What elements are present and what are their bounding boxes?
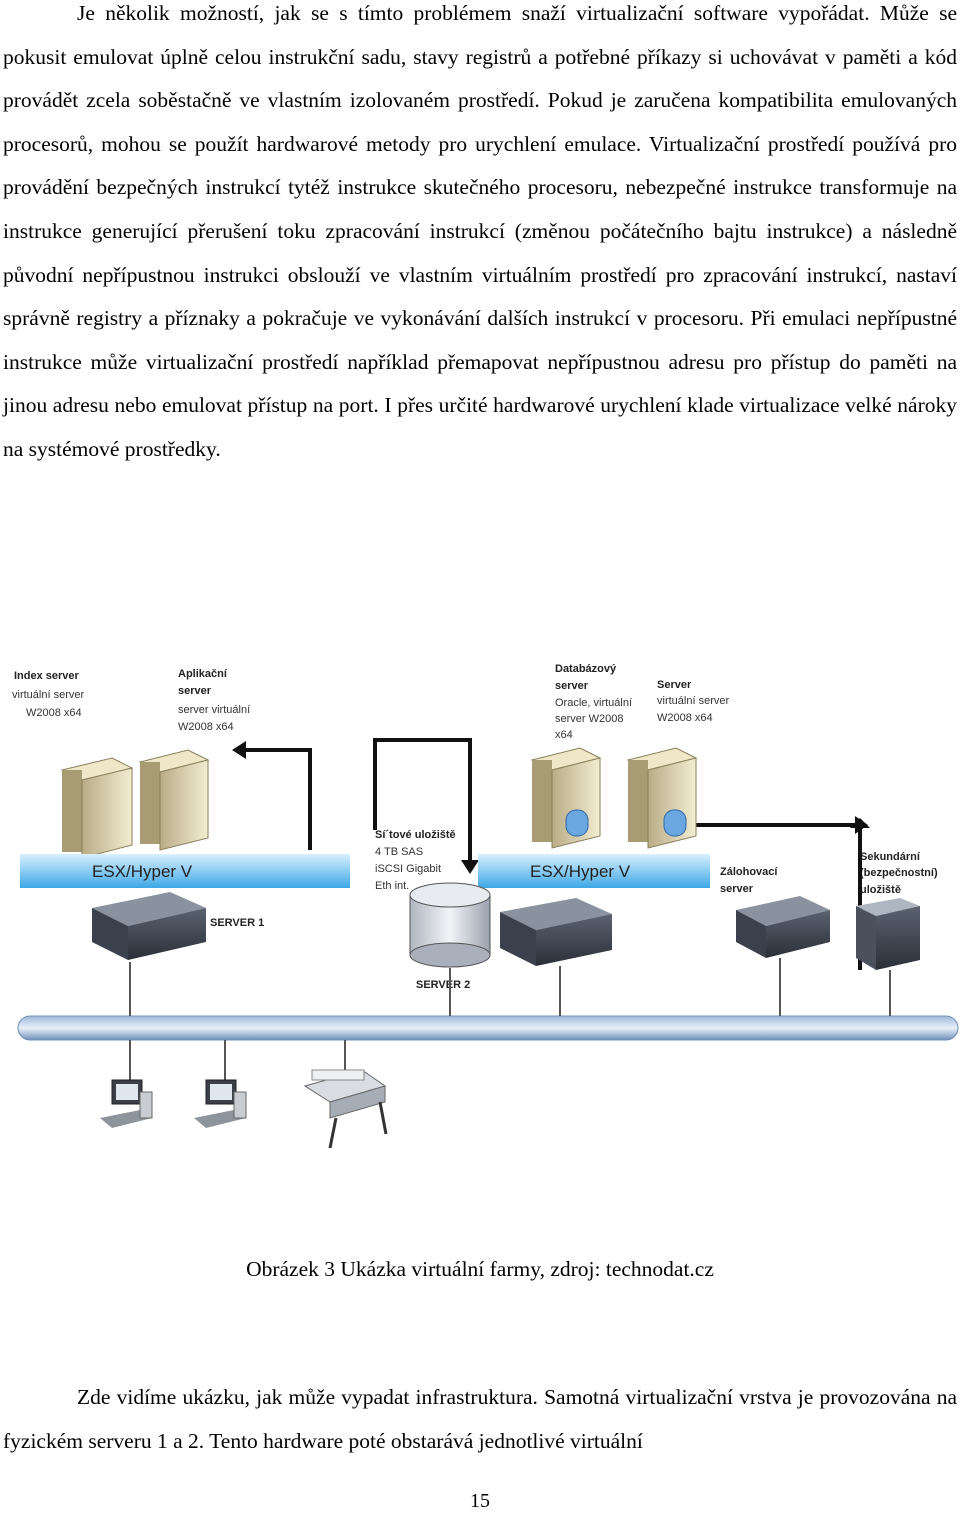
arrow-to-storage (373, 738, 472, 865)
app-server-icon (138, 749, 210, 851)
server-1-icon (92, 892, 206, 960)
database-icon-2 (663, 809, 687, 837)
esx-1-label: ESX/Hyper V (92, 862, 193, 881)
index-server-icon (60, 757, 134, 859)
backup-server-title: Zálohovací (720, 866, 778, 878)
storage-iscsi: iSCSI Gigabit (375, 863, 441, 875)
db-server-arch: x64 (555, 729, 573, 741)
server-1-label: SERVER 1 (210, 917, 264, 929)
db-server-title: Databázový (555, 663, 617, 675)
server-2-label: SERVER 2 (416, 979, 470, 991)
arrowhead-left (232, 741, 246, 759)
db-server-type: Oracle, virtuální (555, 697, 632, 709)
workstation-1-icon (100, 1079, 153, 1128)
backup-server-label: Zálohovací server (720, 866, 778, 895)
server-2-icon (500, 898, 612, 966)
esx-band-2: ESX/Hyper V (478, 854, 710, 888)
db-server-os: server W2008 (555, 713, 623, 725)
esx-2-label: ESX/Hyper V (530, 862, 631, 881)
app-server-os: W2008 x64 (178, 721, 234, 733)
workstation-2-icon (194, 1079, 247, 1128)
bus-connectors (129, 958, 891, 1080)
virtual-farm-diagram: Index server virtuální server W2008 x64 … (12, 663, 959, 1149)
db-server-label: Databázový server Oracle, virtuální serv… (555, 663, 632, 741)
db-server-icon (530, 747, 602, 849)
storage-label: Sí´tové uložiště 4 TB SAS iSCSI Gigabit … (375, 829, 456, 892)
index-server-label: Index server virtuální server W2008 x64 (12, 670, 84, 719)
app-server-type: server virtuální (178, 704, 250, 716)
arrowhead-right (855, 816, 868, 834)
page-number: 15 (470, 1490, 490, 1512)
server-label: Server virtuální server W2008 x64 (657, 679, 729, 724)
app-server-label: Aplikační server server virtuální W2008 … (178, 668, 250, 733)
body-paragraph-1: Je několik možností, jak se s tímto prob… (3, 1, 957, 461)
database-icon (565, 809, 589, 837)
figure-caption: Obrázek 3 Ukázka virtuální farmy, zdroj:… (246, 1257, 714, 1281)
backup-server-icon (736, 896, 830, 958)
storage-capacity: 4 TB SAS (375, 846, 423, 858)
storage-disk-icon (409, 882, 491, 968)
app-server-title: Aplikační (178, 668, 228, 680)
body-paragraph-2: Zde vidíme ukázku, jak může vypadat infr… (3, 1385, 957, 1453)
backup-server-title-2: server (720, 883, 754, 895)
network-bus (17, 1015, 959, 1041)
secondary-storage-icon (856, 898, 920, 970)
secondary-storage-sub-2: uložiště (860, 884, 901, 896)
app-server-title-2: server (178, 685, 212, 697)
esx-band-1: ESX/Hyper V (20, 854, 350, 888)
index-server-os: W2008 x64 (26, 707, 82, 719)
tower-server-icons (60, 747, 698, 859)
arrow-to-app-server (240, 748, 312, 850)
plotter-icon (303, 1069, 388, 1149)
storage-eth: Eth int. (375, 880, 409, 892)
db-server-title-2: server (555, 680, 589, 692)
arrowhead-down (461, 860, 479, 874)
server-title: Server (657, 679, 692, 691)
server-os: W2008 x64 (657, 712, 713, 724)
secondary-storage-label: Sekundární (bezpečnostní) uložiště (860, 851, 938, 896)
index-server-type: virtuální server (12, 689, 84, 701)
secondary-storage-sub: (bezpečnostní) (860, 867, 938, 879)
index-server-title: Index server (14, 670, 80, 682)
server-icon (626, 747, 698, 849)
secondary-storage-title: Sekundární (860, 851, 921, 863)
storage-title: Sí´tové uložiště (375, 829, 456, 841)
server-type: virtuální server (657, 695, 729, 707)
